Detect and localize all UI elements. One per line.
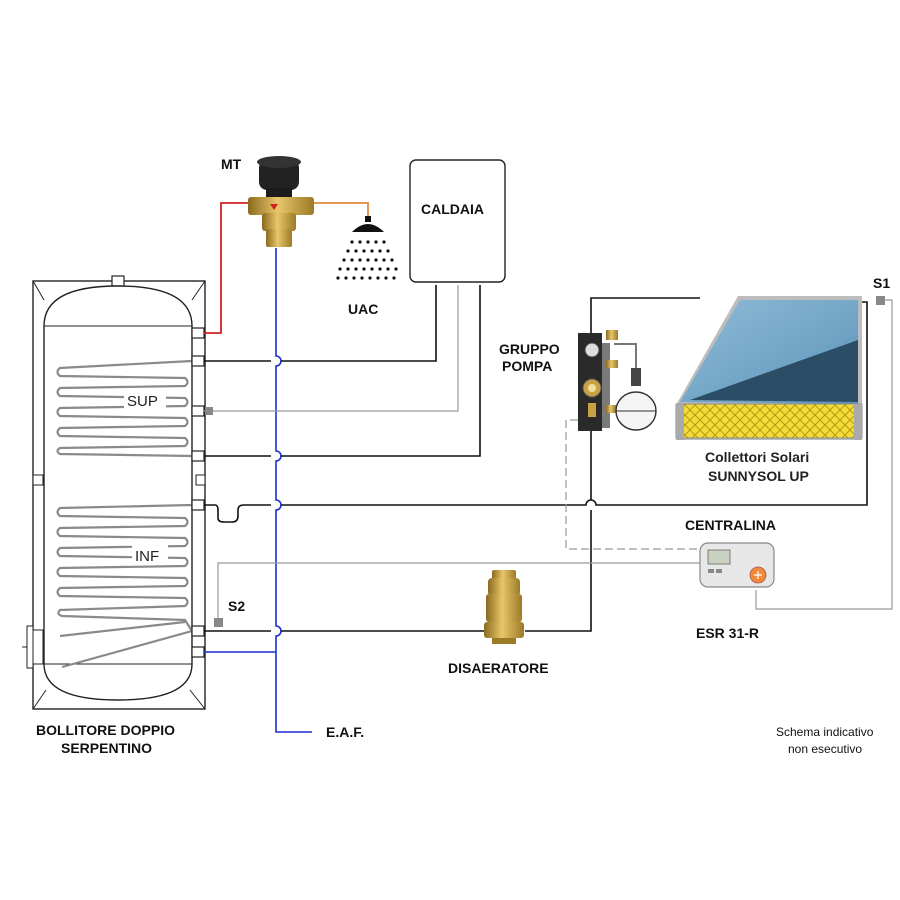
s2-sensor-line [217,562,700,623]
bollitore-label-2: SERPENTINO [61,740,152,756]
collettori-label-2: SUNNYSOL UP [708,468,809,484]
esr-label: ESR 31-R [696,625,759,641]
gruppo-pompa-label-2: POMPA [502,358,552,374]
boiler-side-tab [32,474,44,486]
inf-label: INF [135,548,159,565]
caldaia-box [409,159,506,283]
note-label-1: Schema indicativo [776,725,874,739]
caldaia-label: CALDAIA [421,201,484,217]
hot-water-pipe [204,202,248,334]
boiler-side-tab [195,474,206,486]
mt-label: MT [221,156,242,172]
lower-coil [56,503,194,669]
inf-label-bg [132,545,168,565]
sensor-sup [205,407,213,415]
disaeratore-label: DISAERATORE [448,660,549,676]
note-label-2: non esecutivo [788,742,862,756]
mixing-valve-mt [248,156,314,247]
eaf-label: E.A.F. [326,724,364,740]
boiler-flow-pipe [204,285,437,362]
upper-coil [56,359,193,458]
pump-return-pipe [525,420,592,632]
disaeratore-valve [484,570,524,644]
control-unit [699,542,775,588]
bollitore-label-1: BOLLITORE DOPPIO [36,722,175,738]
shower-head-icon [336,216,398,280]
boiler-sensor-line [204,285,459,412]
s1-label: S1 [873,275,890,291]
sensor-s1 [876,296,885,305]
pump-group [578,330,657,431]
boiler-flange [32,629,44,665]
pump-supply-pipe [590,297,700,335]
gruppo-pompa-label-1: GRUPPO [499,341,560,357]
red-arrow-icon [270,204,278,210]
centralina-label: CENTRALINA [685,517,776,533]
sensor-s2 [214,618,223,627]
boiler-tank [22,275,206,710]
mixed-water-pipe [314,202,369,218]
s2-label: S2 [228,598,245,614]
boiler-top-cap [111,275,125,287]
s1-sensor-line [755,299,893,610]
sup-label-bg [124,390,166,410]
solar-flow-pipe [204,301,868,523]
uac-label: UAC [348,301,378,317]
solar-collector [675,296,863,440]
collettori-label-1: Collettori Solari [705,449,809,465]
boiler-return-pipe [204,285,481,457]
sup-label: SUP [127,393,158,410]
cold-water-pipe [275,248,312,733]
pump-control-line [565,419,700,550]
